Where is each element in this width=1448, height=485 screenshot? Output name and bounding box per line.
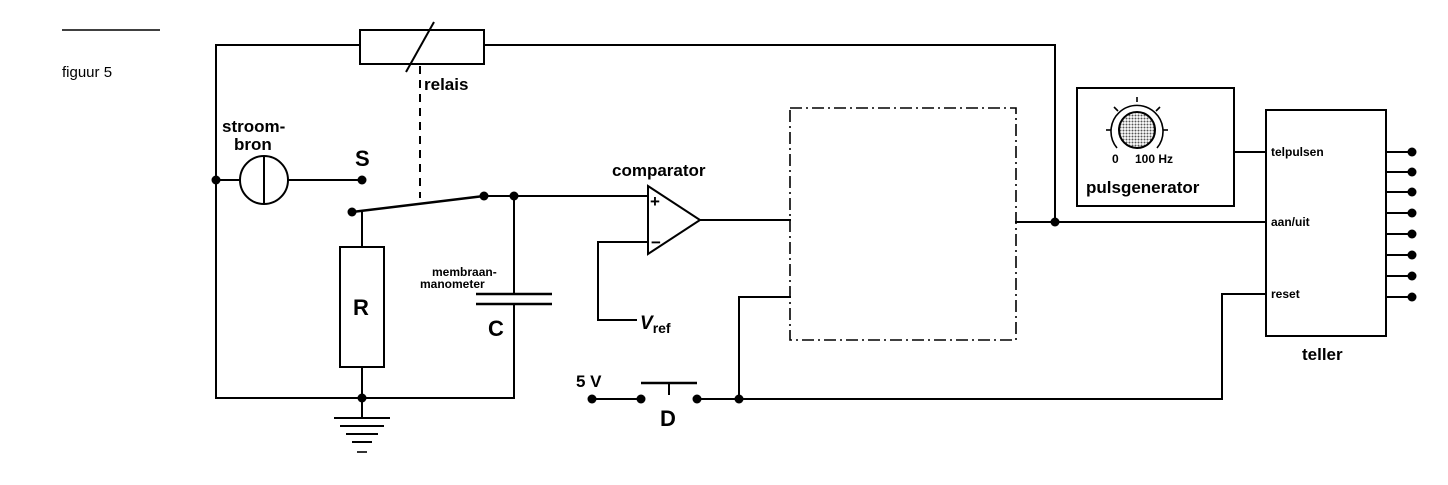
switch-arm: [351, 194, 485, 214]
comparator-minus: −: [651, 233, 661, 252]
pulse-generator-box: [1076, 87, 1235, 207]
counter-input-reset: reset: [1271, 287, 1300, 301]
counter-input-pulses: telpulsen: [1271, 145, 1324, 159]
counter-outputs: [1385, 147, 1417, 302]
current-source-label-1: stroom-: [222, 117, 285, 136]
contact-s-label: S: [355, 146, 370, 171]
manometer-label-1: membraan-: [432, 265, 497, 279]
current-source: stroom- bron: [222, 117, 289, 205]
resistor-r: R: [339, 246, 385, 368]
relay-switch: [351, 194, 485, 214]
capacitor-c: C membraan- manometer: [420, 265, 552, 341]
ground-symbol: [334, 417, 390, 453]
logic-block-placeholder: [789, 107, 1017, 341]
relay: relais: [359, 21, 485, 198]
frequency-dial-icon: [1118, 111, 1156, 149]
supply-label: 5 V: [576, 372, 602, 391]
wires: [215, 44, 1267, 419]
counter: telpulsen aan/uit reset teller: [1265, 109, 1417, 364]
relay-slash: [405, 21, 435, 73]
relay-coil: [359, 29, 485, 65]
counter-box: [1265, 109, 1387, 337]
comparator-symbol: [647, 184, 702, 256]
resistor-body: [339, 246, 385, 368]
comparator: + − comparator Vref: [612, 161, 706, 336]
pushbutton-d: 5 V D: [576, 372, 697, 431]
junction-dots: [211, 175, 1060, 404]
capacitor-label: C: [488, 316, 504, 341]
pushbutton-label: D: [660, 406, 676, 431]
dial-min-label: 0: [1112, 152, 1119, 166]
pulse-generator: 0 100 Hz pulsgenerator: [1076, 87, 1235, 207]
counter-label: teller: [1302, 345, 1343, 364]
frequency-dial-scale: [1110, 104, 1164, 149]
dial-max-label: 100 Hz: [1135, 152, 1173, 166]
comparator-plus: +: [650, 192, 660, 211]
figure-label: figuur 5: [62, 64, 112, 81]
manometer-label-2: manometer: [420, 277, 485, 291]
resistor-label: R: [353, 295, 369, 320]
relay-label: relais: [424, 75, 468, 94]
pulse-generator-label: pulsgenerator: [1086, 178, 1200, 197]
current-source-label-2: bron: [234, 135, 272, 154]
vref-label: Vref: [640, 313, 671, 336]
counter-input-onoff: aan/uit: [1271, 215, 1310, 229]
comparator-label: comparator: [612, 161, 706, 180]
